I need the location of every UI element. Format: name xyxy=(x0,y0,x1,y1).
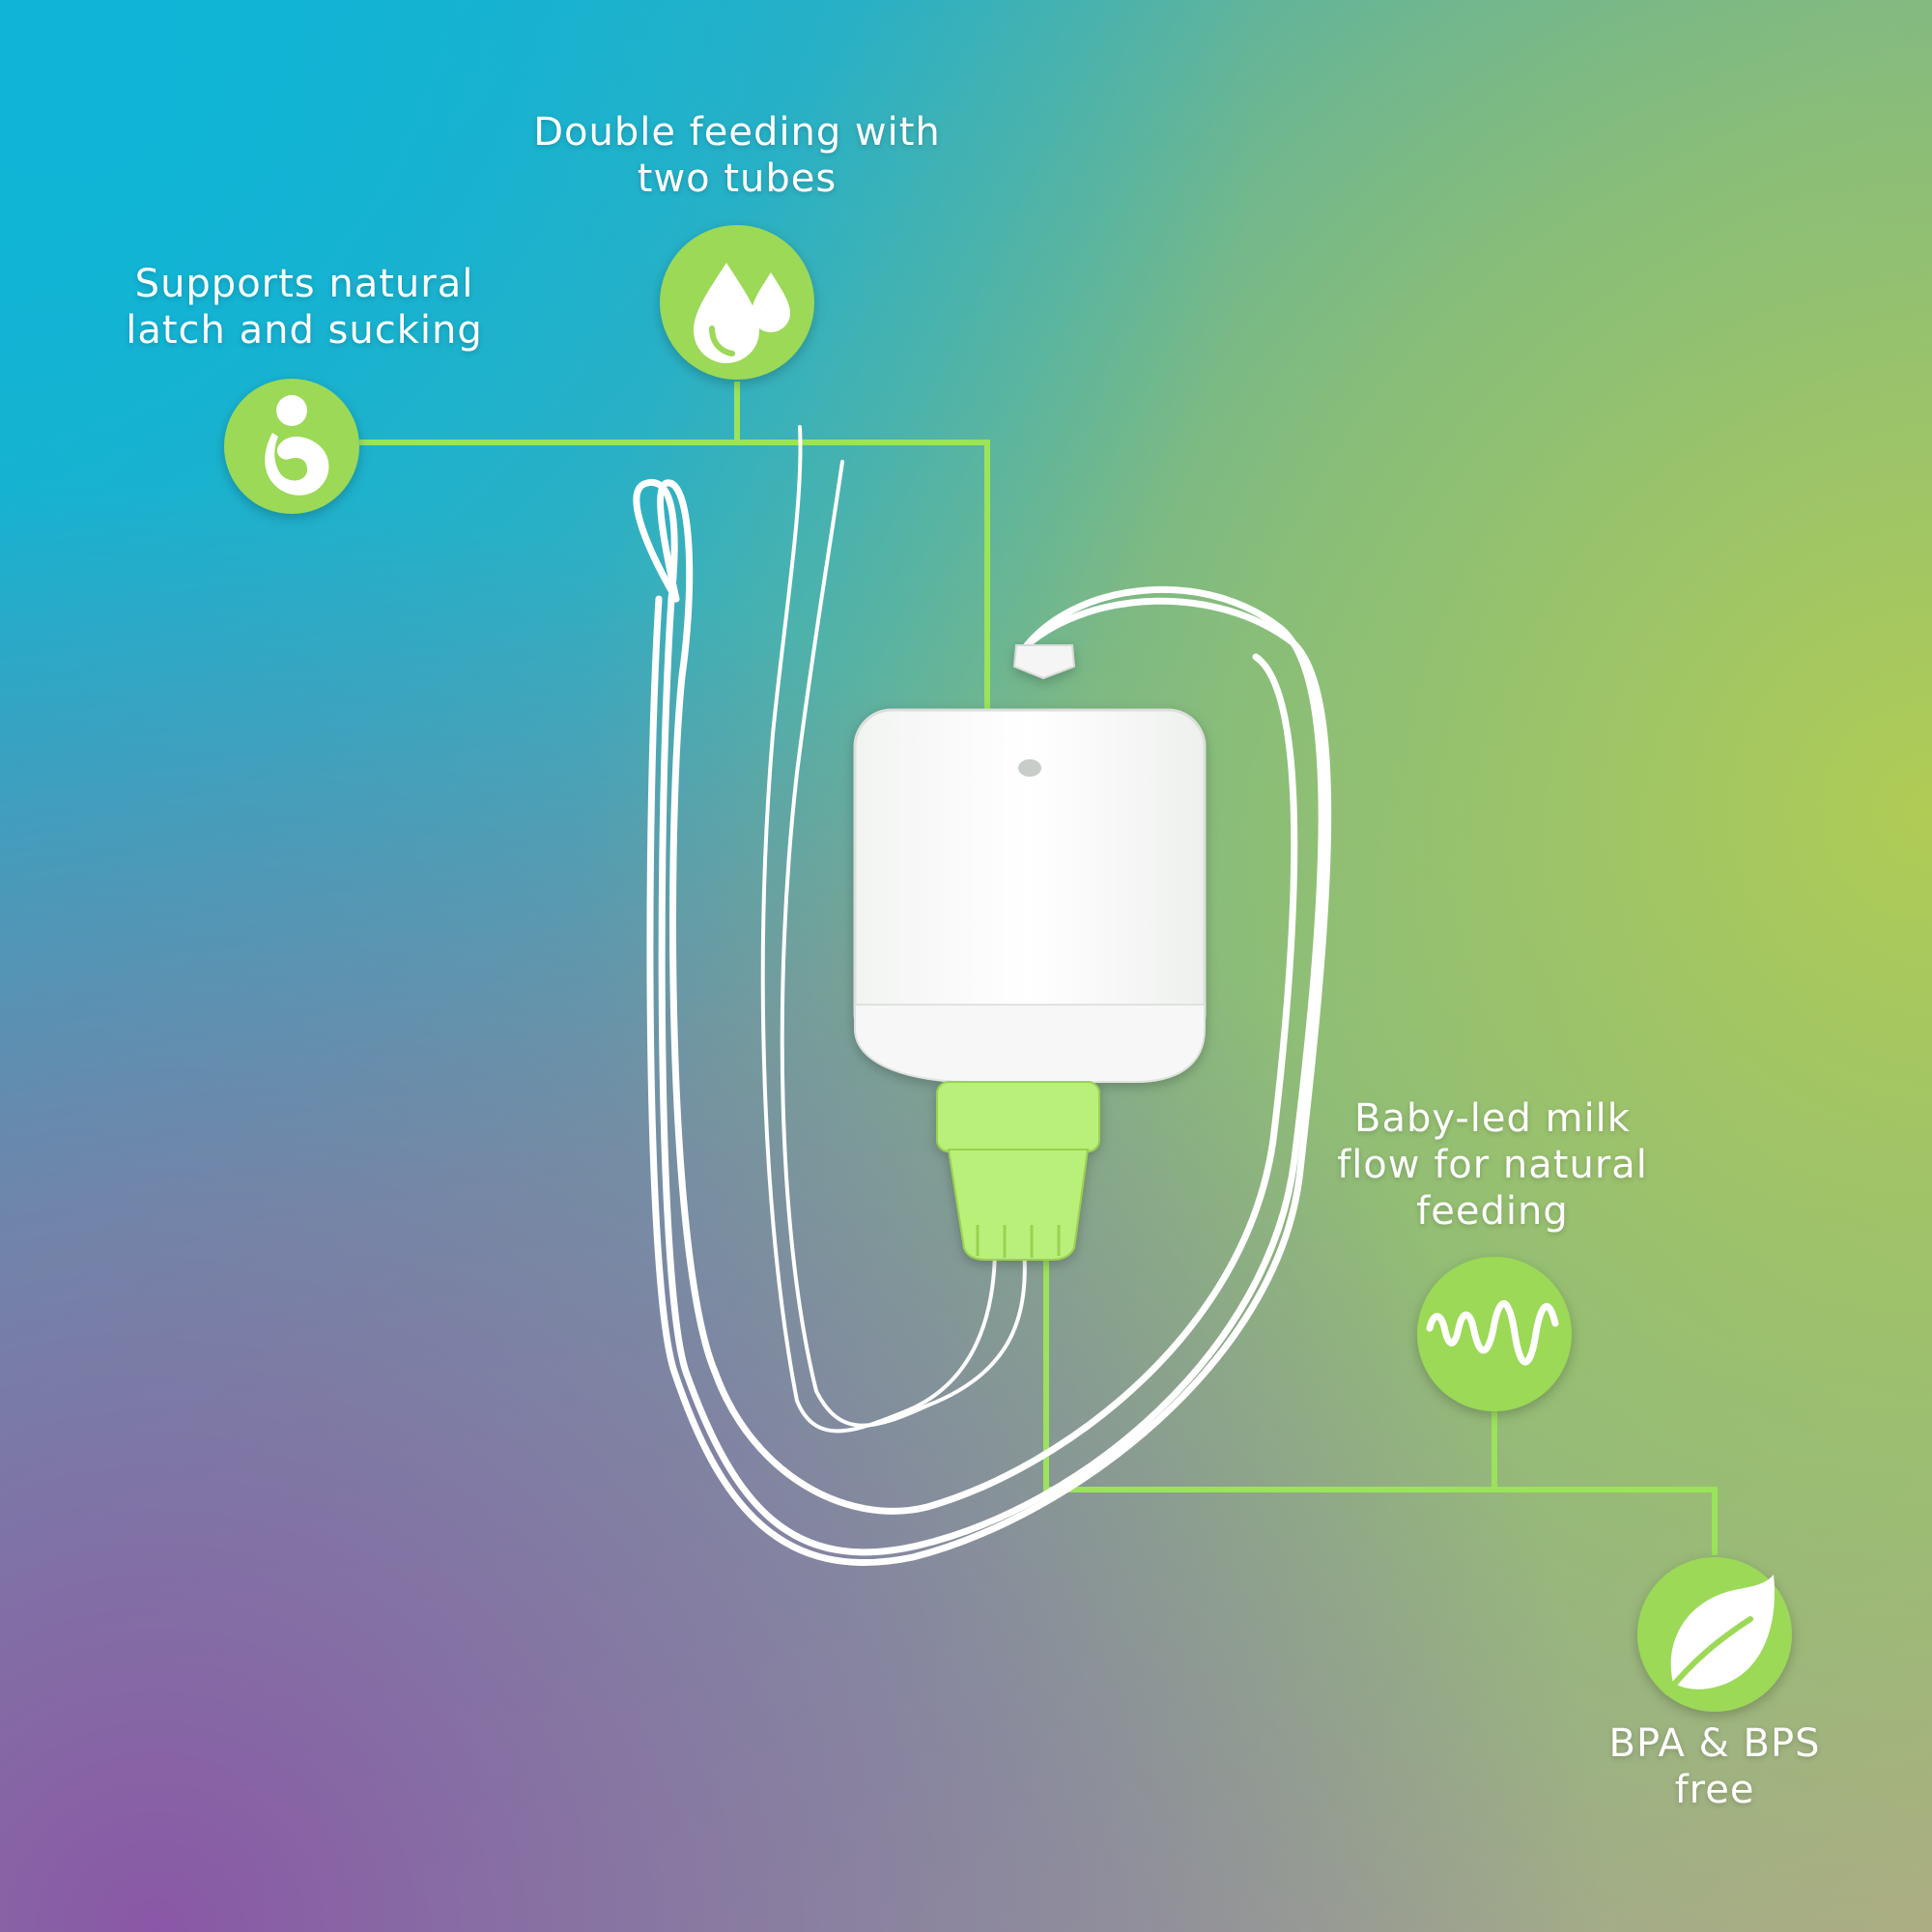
feature-label-milk-flow: Baby-led milk flow for natural feeding xyxy=(1299,1095,1686,1235)
label-line: Baby-led milk xyxy=(1354,1096,1631,1141)
label-line: latch and sucking xyxy=(126,308,483,353)
hang-hole xyxy=(1018,759,1041,777)
breastfeeding-mother-baby-icon xyxy=(265,395,329,496)
bottle-shoulder xyxy=(854,1004,1206,1083)
neck-cord xyxy=(633,478,1332,1566)
nozzle-cap xyxy=(936,1081,1100,1152)
nozzle-tip xyxy=(947,1149,1090,1261)
cord-toggle xyxy=(1012,644,1076,680)
label-line: BPA & BPS xyxy=(1608,1721,1821,1766)
leaf-icon xyxy=(1664,1575,1775,1695)
feature-label-bpa-free: BPA & BPS free xyxy=(1546,1720,1884,1813)
label-line: Double feeding with xyxy=(533,110,941,155)
feeding-tubes xyxy=(760,425,1027,1434)
icon-double-feeding xyxy=(660,225,814,380)
label-line: two tubes xyxy=(637,156,838,201)
feeding-bottle xyxy=(853,644,1207,1261)
milk-drops-icon xyxy=(694,263,790,363)
connector-bottom xyxy=(1043,1256,1718,1555)
wave-flow-icon xyxy=(1426,1299,1559,1366)
icon-natural-latch xyxy=(224,379,359,514)
connector-lines xyxy=(359,382,1718,1555)
label-line: free xyxy=(1674,1768,1755,1812)
connector-top xyxy=(359,440,990,715)
feature-label-natural-latch: Supports natural latch and sucking xyxy=(97,261,512,354)
label-line: feeding xyxy=(1416,1189,1569,1234)
icon-bpa-free xyxy=(1637,1557,1792,1712)
label-line: flow for natural xyxy=(1337,1143,1648,1187)
icon-milk-flow xyxy=(1417,1257,1572,1411)
label-line: Supports natural xyxy=(134,262,474,306)
feature-label-double-feeding: Double feeding with two tubes xyxy=(520,109,954,202)
